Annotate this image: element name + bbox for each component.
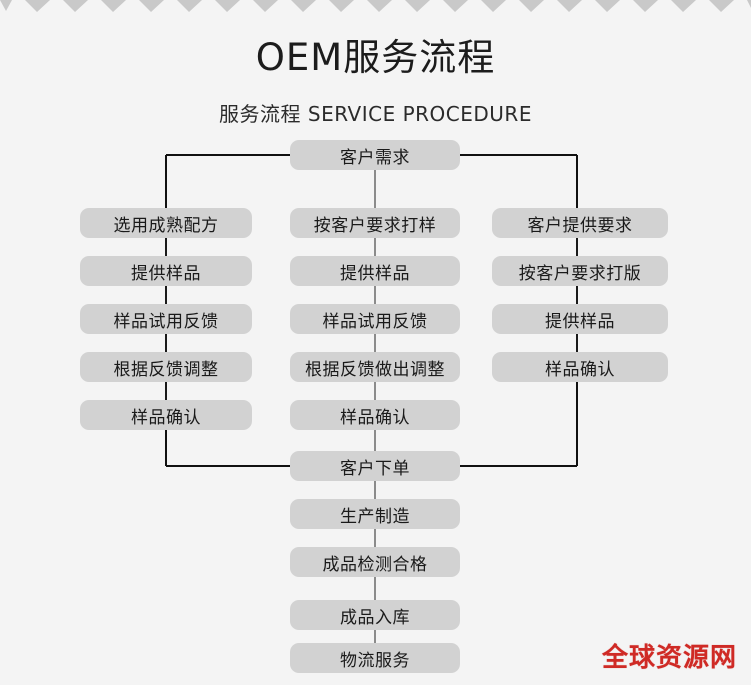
flow-node-right-1: 客户提供要求 xyxy=(492,208,668,238)
flow-node-tail-4: 物流服务 xyxy=(290,643,460,673)
flow-node-center-1: 按客户要求打样 xyxy=(290,208,460,238)
scalloped-top-edge-icon xyxy=(0,0,751,16)
flow-node-center-3: 样品试用反馈 xyxy=(290,304,460,334)
flow-node-right-4: 样品确认 xyxy=(492,352,668,382)
flow-node-left-2: 提供样品 xyxy=(80,256,252,286)
flow-node-center-5: 样品确认 xyxy=(290,400,460,430)
flow-node-left-4: 根据反馈调整 xyxy=(80,352,252,382)
site-watermark: 全球资源网 xyxy=(601,643,737,673)
flow-node-left-1: 选用成熟配方 xyxy=(80,208,252,238)
flow-node-left-3: 样品试用反馈 xyxy=(80,304,252,334)
flow-node-center-2: 提供样品 xyxy=(290,256,460,286)
flow-node-right-3: 提供样品 xyxy=(492,304,668,334)
flow-node-tail-3: 成品入库 xyxy=(290,600,460,630)
page-title: OEM服务流程 xyxy=(255,36,496,79)
flow-node-merge-order: 客户下单 xyxy=(290,451,460,481)
flow-node-root: 客户需求 xyxy=(290,140,460,170)
flow-node-left-5: 样品确认 xyxy=(80,400,252,430)
flow-node-tail-2: 成品检测合格 xyxy=(290,547,460,577)
page-subtitle: 服务流程 SERVICE PROCEDURE xyxy=(219,102,532,126)
flow-node-center-4: 根据反馈做出调整 xyxy=(290,352,460,382)
flow-node-right-2: 按客户要求打版 xyxy=(492,256,668,286)
flow-node-tail-1: 生产制造 xyxy=(290,499,460,529)
